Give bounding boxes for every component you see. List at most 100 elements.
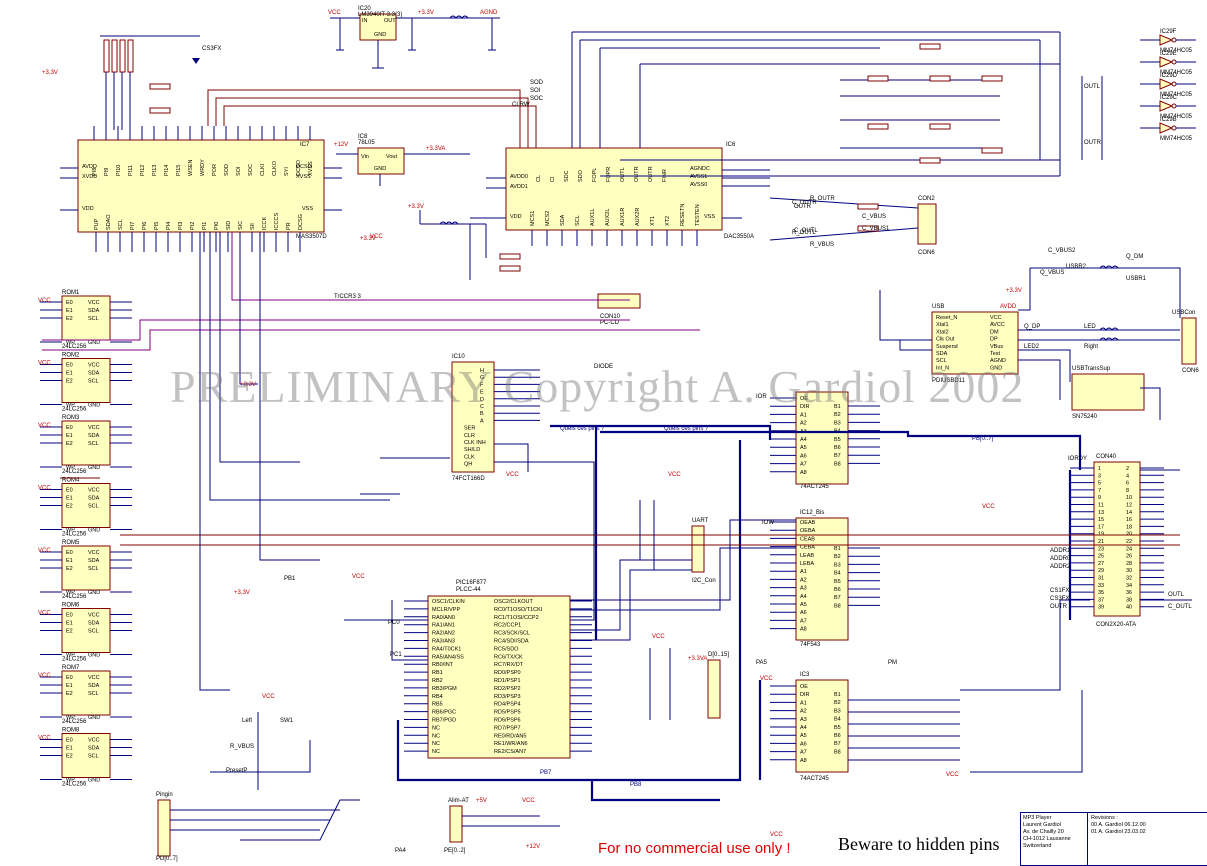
- eeprom-pin: SCL: [88, 504, 99, 510]
- inverter-ref: IC29F: [1160, 29, 1177, 35]
- ic12-pin: LEBA: [800, 561, 814, 567]
- ic3-pin: A4: [800, 725, 807, 731]
- svg-text:+3.3V: +3.3V: [42, 70, 58, 76]
- ata-pin-number: 5: [1098, 481, 1101, 487]
- ic12-pin: B3: [834, 562, 841, 568]
- eeprom-pin: E2: [66, 379, 73, 385]
- eeprom-pin: GND: [88, 590, 100, 596]
- svg-text:PD[0..7]: PD[0..7]: [156, 856, 178, 862]
- eeprom-pin: SDA: [88, 746, 100, 752]
- ic10-pin: E: [480, 390, 484, 396]
- ic12-latch: IC12_Bis 74F543: [795, 510, 849, 648]
- pic-left-pin: RA3/AN3: [432, 639, 455, 645]
- usb-pin: SCL: [936, 358, 947, 364]
- ic7-bottom-pin: SIC: [238, 221, 244, 230]
- pic-right-pin: RC5/SDO: [494, 646, 519, 652]
- ic6-bottom-pin: RESETN: [680, 204, 686, 226]
- ic12-pin: B4: [834, 571, 841, 577]
- ic20-ref: IC20: [358, 6, 371, 12]
- eeprom-pin: WP: [66, 590, 75, 596]
- ic10-pin: A: [480, 418, 484, 424]
- pic-pin-labels: OSC1/CLKINMCLR/VPPRA0/AN0RA1/AN1RA2/AN2R…: [404, 599, 592, 755]
- eeprom-ref: ROM8: [62, 728, 80, 734]
- ic7-mas3507d: IC7 MAS3507D AVDD XVDD VDD DCSO XVSS VSS: [60, 139, 342, 240]
- ata-pin-number: 21: [1098, 539, 1104, 545]
- ic6-bottom-pin: AUX1R: [620, 208, 626, 226]
- ic12-pin: B7: [834, 595, 841, 601]
- ic6-part: DAC3550A: [724, 234, 754, 240]
- eeprom-pin: SDA: [88, 558, 100, 564]
- eeprom-pin: E2: [66, 691, 73, 697]
- ic6-top-pin: OUTR: [648, 166, 654, 182]
- ata-pin-number: 17: [1098, 524, 1104, 530]
- eeprom-pin: E0: [66, 488, 73, 494]
- ic12-pin: A7: [800, 618, 807, 624]
- eeprom-pin: GND: [88, 340, 100, 346]
- pic-right-pin: RD2/PSP2: [494, 686, 521, 692]
- svg-text:OUTR: OUTR: [1050, 604, 1068, 610]
- vcc-label: VCC: [38, 298, 51, 304]
- eeprom-part: 24LC256: [62, 594, 87, 600]
- pic-right-pin: RD4/PSP4: [494, 702, 521, 708]
- eeprom-pin: E1: [66, 558, 73, 564]
- ata-pin-number: 13: [1098, 510, 1104, 516]
- eeprom-pin: E2: [66, 504, 73, 510]
- ata-pin-number: 10: [1126, 495, 1132, 501]
- ic7-bottom-pin: SID: [226, 221, 232, 230]
- ic7-top-pin: SOD: [224, 164, 230, 176]
- svg-text:OUTR: OUTR: [1084, 140, 1102, 146]
- ic6-bottom-pin: XT1: [650, 216, 656, 226]
- ic7-top-pin: WSEN: [188, 159, 194, 176]
- ic3-pin: B5: [834, 725, 841, 731]
- vcc-label: VCC: [38, 736, 51, 742]
- pic-left-pin: MCLR/VPP: [432, 607, 460, 613]
- ic3-pin: B4: [834, 717, 841, 723]
- pic-left-pin: RB5: [432, 702, 443, 708]
- ata-pin-number: 25: [1098, 554, 1104, 560]
- ic7-bottom-pin: PI3: [178, 222, 184, 230]
- eeprom-pin: VCC: [88, 675, 100, 681]
- ic3-pin: B1: [834, 692, 841, 698]
- ic6-top-pin: SDO: [578, 169, 584, 182]
- eeprom-pin: GND: [88, 528, 100, 534]
- ic3-pin: A3: [800, 717, 807, 723]
- ic7-bottom-pin: PI2: [190, 222, 196, 230]
- ic11-pin: A1: [800, 412, 807, 418]
- svg-text:AVDD1: AVDD1: [510, 184, 528, 190]
- pic-right-pin: RC4/SDI/SDA: [494, 639, 529, 645]
- eeprom-pin: E2: [66, 754, 73, 760]
- ic3-pin: B7: [834, 741, 841, 747]
- ic6-bottom-pin: MCS1: [530, 211, 536, 226]
- ic6-bottom-pin: AUX1L: [590, 209, 596, 226]
- eeprom-pin: E0: [66, 300, 73, 306]
- ic12-pin: B5: [834, 579, 841, 585]
- eeprom-pin: E0: [66, 738, 73, 744]
- svg-text:PB8: PB8: [630, 782, 642, 788]
- eeprom-pin: VCC: [88, 550, 100, 556]
- ic7-bottom-pin: SCL: [118, 219, 124, 230]
- ata-pin-number: 7: [1098, 488, 1101, 494]
- eeprom-pin: E2: [66, 566, 73, 572]
- eeprom-pin: SCL: [88, 629, 99, 635]
- eeprom-pin: VCC: [88, 488, 100, 494]
- svg-text:PLCC-44: PLCC-44: [456, 587, 481, 593]
- ic10-pin: SER: [464, 426, 475, 432]
- svg-text:R_VBUS: R_VBUS: [810, 242, 834, 248]
- svg-text:OUTL: OUTL: [1084, 84, 1101, 90]
- eeprom-pin: E1: [66, 496, 73, 502]
- eeprom-column: ROM124LC256E0E1E2WPVCCSDASCLGNDVCCROM224…: [38, 290, 132, 788]
- svg-text:ADDR0: ADDR0: [1050, 556, 1071, 562]
- svg-text:DIODE: DIODE: [594, 364, 613, 370]
- eeprom-part: 24LC256: [62, 344, 87, 350]
- eeprom-pin: E2: [66, 316, 73, 322]
- eeprom-pin: E0: [66, 425, 73, 431]
- svg-text:+3.3VA: +3.3VA: [688, 656, 707, 662]
- usb-pin: Xtal1: [936, 322, 949, 328]
